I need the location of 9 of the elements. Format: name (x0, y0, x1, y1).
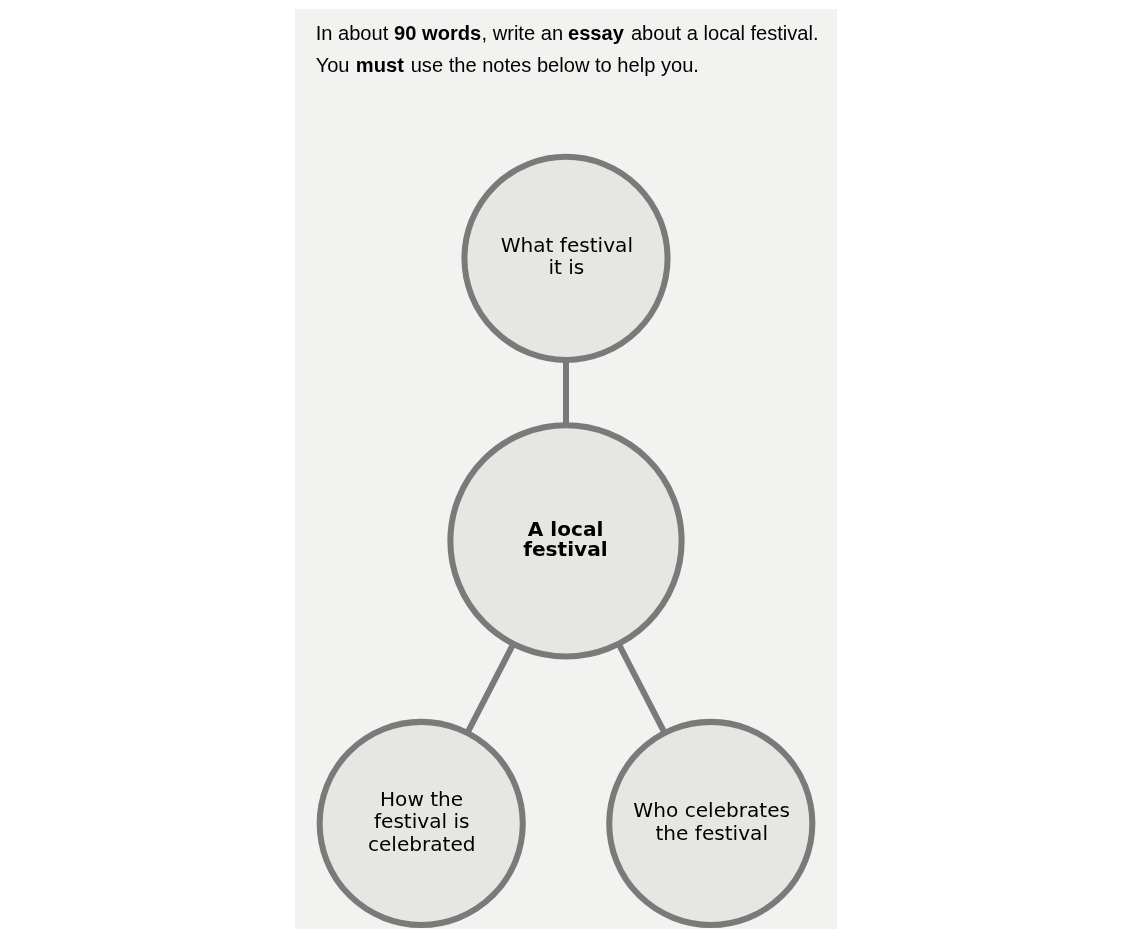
node-circle: How the festival is celebrated (316, 718, 526, 928)
node-circle: A local festival (446, 421, 685, 660)
label: In about 90 words, write an essay about a local festival. (315, 21, 819, 44)
connector (615, 642, 667, 734)
connector (562, 359, 569, 425)
node-circle: What festival it is (460, 153, 671, 363)
label: You must use the notes below to help you. (315, 53, 699, 76)
connector (464, 642, 516, 734)
node-circle: Who celebrates the festival (605, 718, 815, 928)
